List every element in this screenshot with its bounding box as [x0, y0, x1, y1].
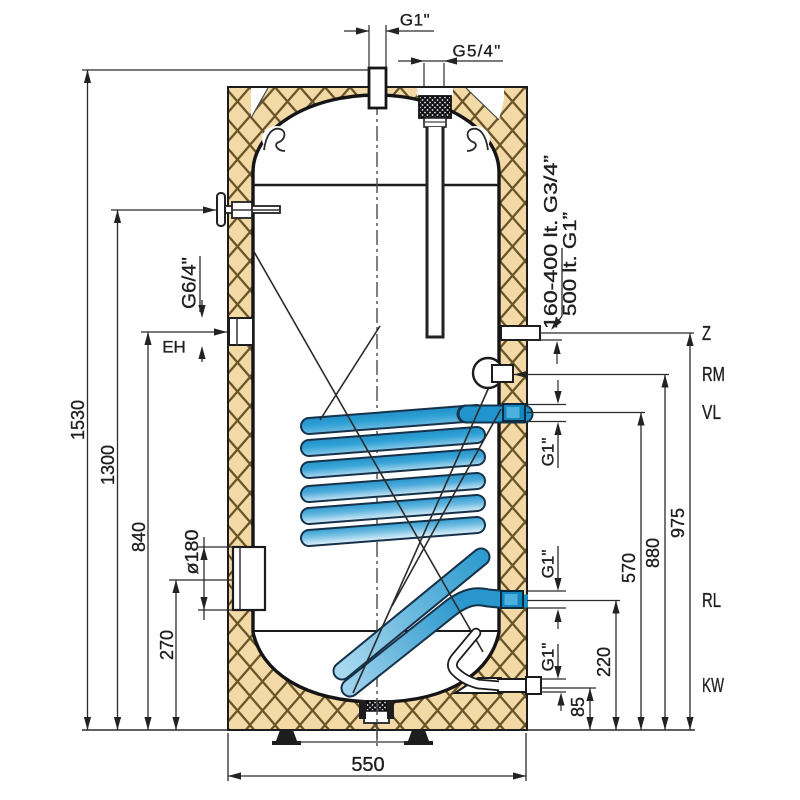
- svg-text:270: 270: [157, 630, 177, 660]
- svg-text:KW: KW: [702, 675, 724, 697]
- svg-text:160-400 lt. G3/4”: 160-400 lt. G3/4”: [541, 155, 561, 329]
- svg-text:Z: Z: [702, 323, 711, 345]
- svg-text:G1": G1": [539, 550, 558, 579]
- svg-text:840: 840: [129, 522, 149, 552]
- svg-text:570: 570: [619, 553, 639, 583]
- svg-text:VL: VL: [702, 402, 721, 424]
- svg-text:EH: EH: [162, 338, 186, 357]
- svg-text:975: 975: [668, 508, 688, 538]
- svg-text:500 lt. G1”: 500 lt. G1”: [560, 212, 580, 316]
- svg-text:85: 85: [568, 697, 588, 717]
- svg-text:G1": G1": [539, 643, 558, 672]
- svg-text:RL: RL: [702, 590, 721, 612]
- svg-text:550: 550: [351, 754, 384, 776]
- svg-text:1300: 1300: [98, 445, 118, 485]
- svg-text:880: 880: [643, 538, 663, 568]
- svg-text:ø180: ø180: [182, 530, 202, 575]
- svg-text:220: 220: [594, 647, 614, 677]
- svg-text:G1": G1": [400, 11, 430, 30]
- svg-text:RM: RM: [702, 364, 725, 386]
- svg-text:G5/4": G5/4": [453, 42, 502, 61]
- svg-text:G1": G1": [539, 438, 558, 467]
- svg-text:1530: 1530: [68, 400, 88, 440]
- svg-text:G6/4": G6/4": [180, 257, 201, 309]
